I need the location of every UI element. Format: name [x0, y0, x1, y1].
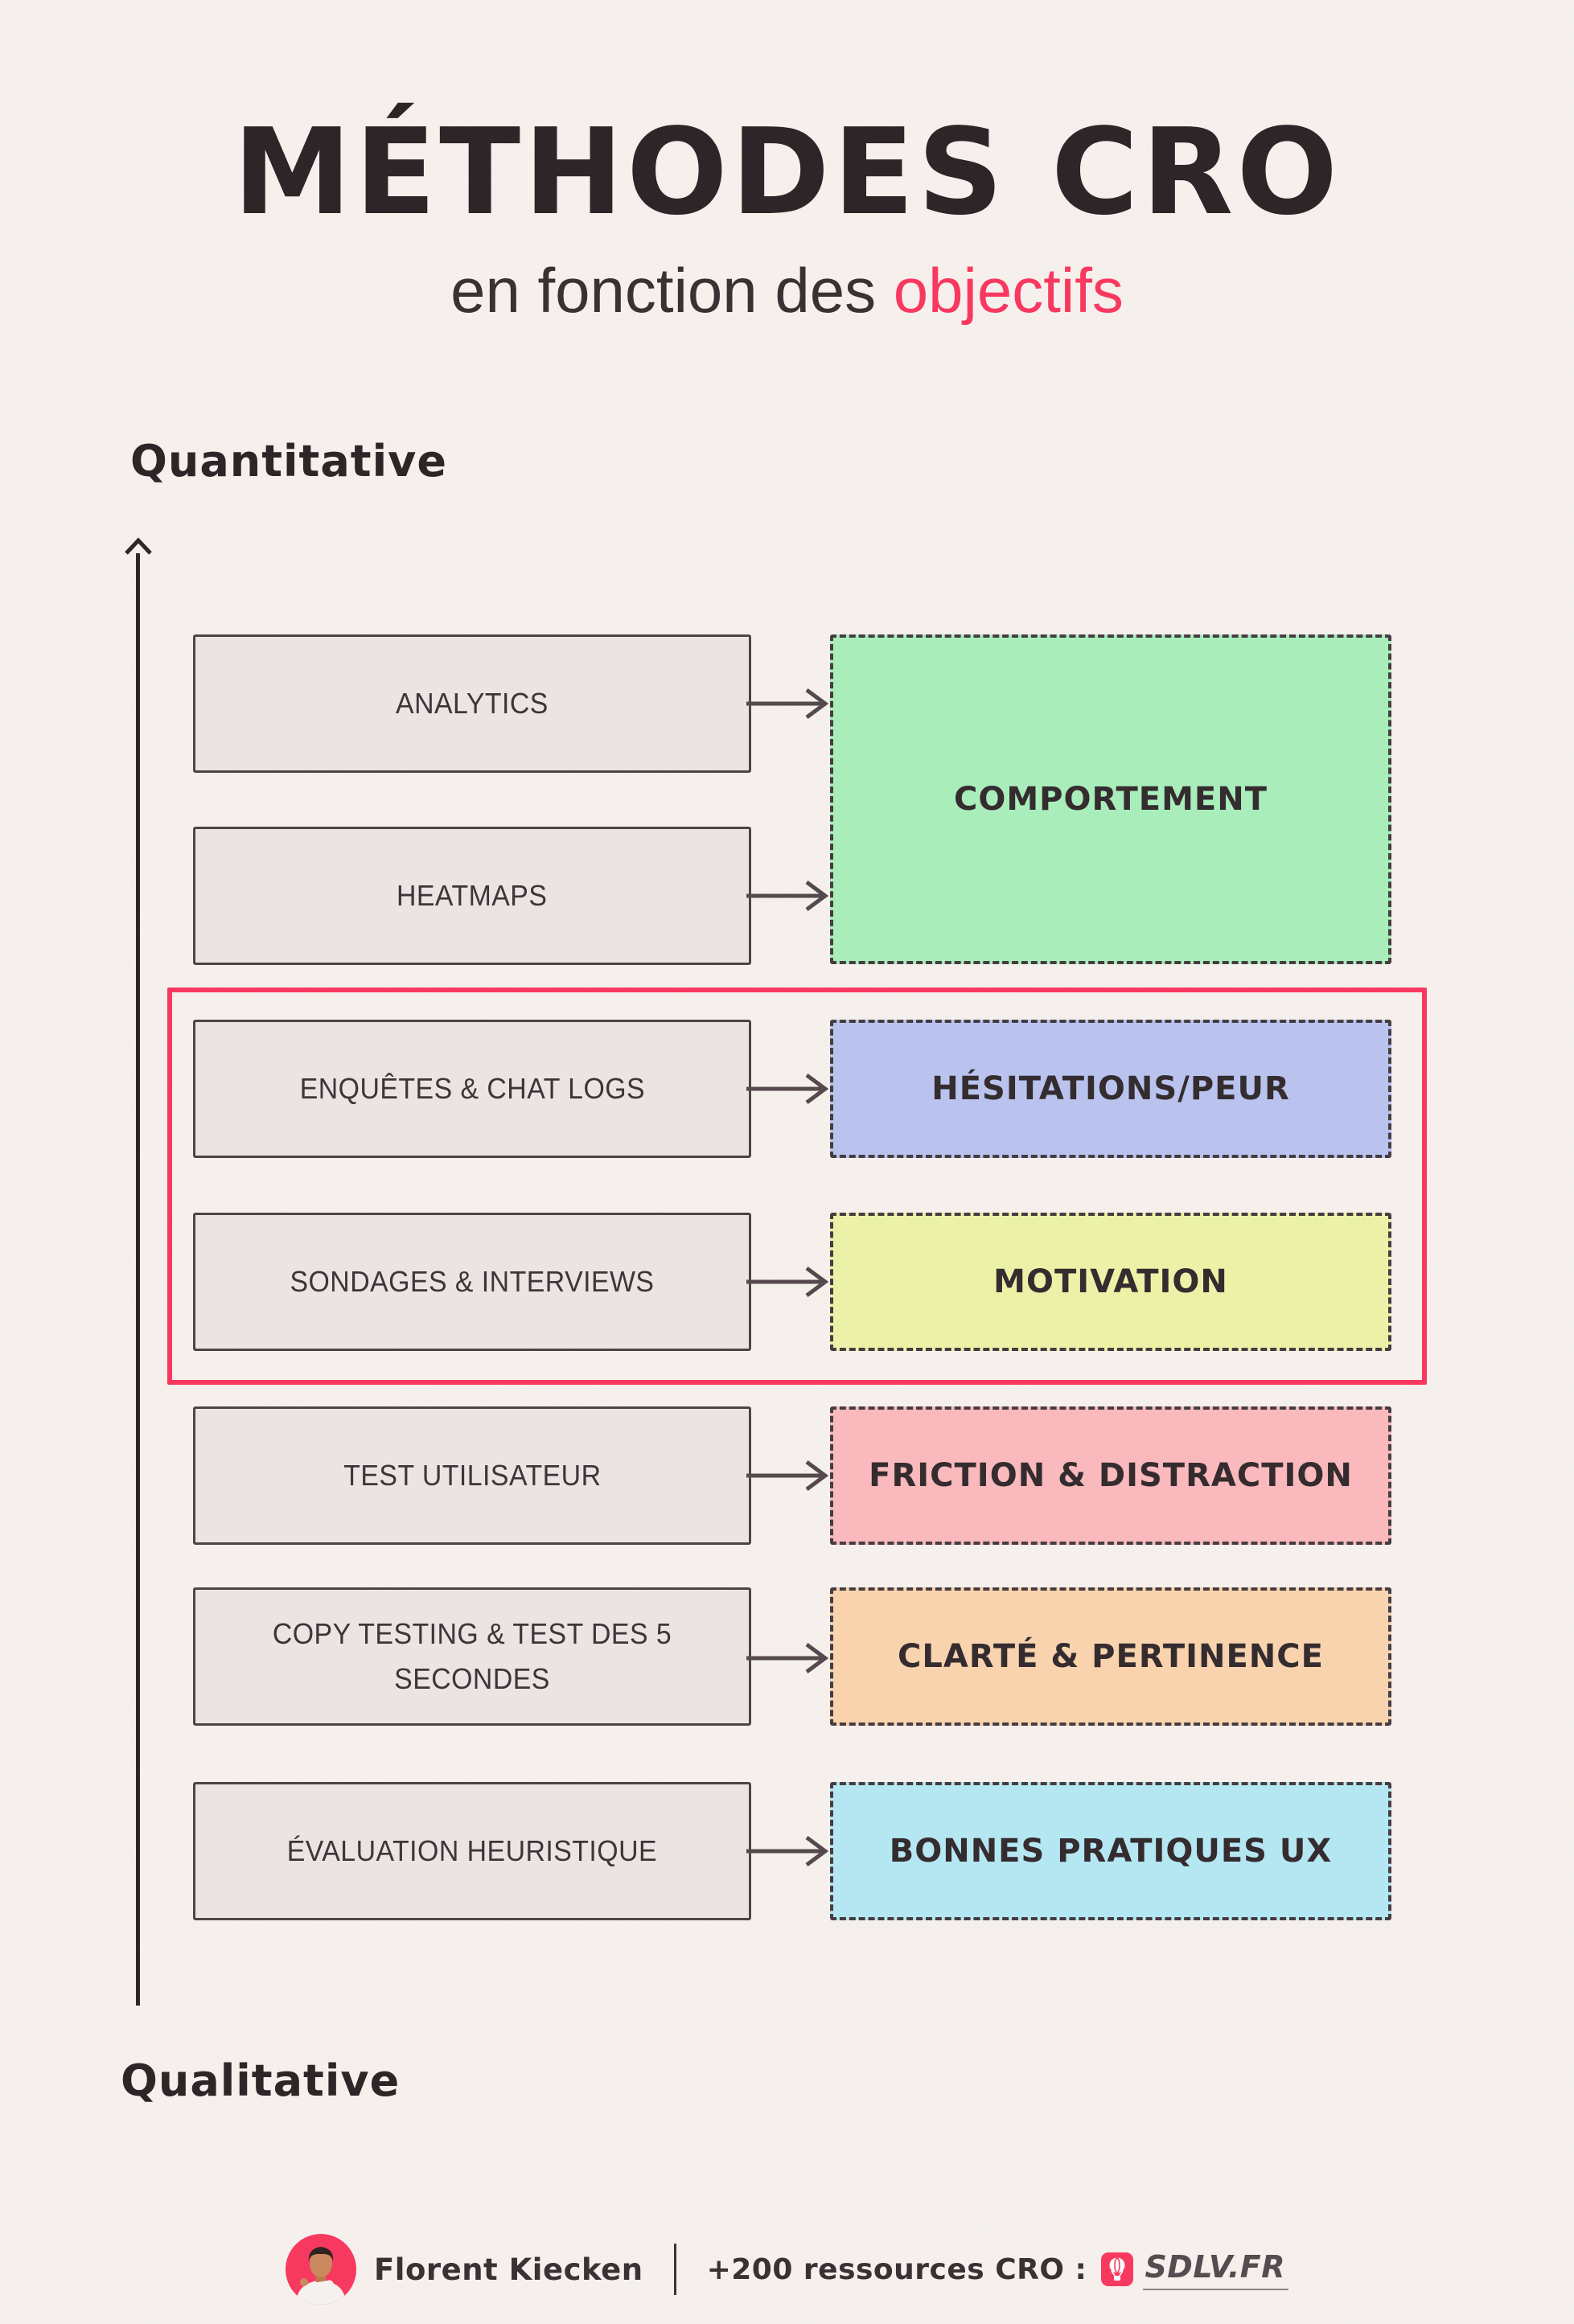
objective-label: COMPORTEMENT: [954, 781, 1268, 818]
axis-label-quantitative: Quantitative: [130, 436, 447, 487]
objective-box-hesitations-peur: HÉSITATIONS/PEUR: [830, 1020, 1391, 1158]
highlight-frame: [167, 987, 1427, 1385]
page-subtitle: en fonction des objectifs: [0, 254, 1574, 327]
method-label: COPY TESTING & TEST DES 5 SECONDES: [272, 1617, 672, 1695]
axis-arrow-up-icon: [125, 537, 152, 555]
arrow-icon: [746, 1073, 829, 1105]
method-box-evaluation-heuristique: ÉVALUATION HEURISTIQUE: [193, 1782, 751, 1920]
objective-label: CLARTÉ & PERTINENCE: [898, 1638, 1324, 1675]
objective-label: HÉSITATIONS/PEUR: [931, 1070, 1290, 1107]
page-title: MÉTHODES CRO: [232, 103, 1342, 241]
method-label: ÉVALUATION HEURISTIQUE: [286, 1834, 658, 1868]
hot-air-balloon-icon: [1101, 2252, 1134, 2286]
arrow-icon: [746, 1642, 829, 1674]
method-box-enquetes-chat-logs: ENQUÊTES & CHAT LOGS: [193, 1020, 751, 1158]
footer-divider: [673, 2244, 676, 2295]
method-box-test-utilisateur: TEST UTILISATEUR: [193, 1406, 751, 1545]
footer: Florent Kiecken +200 ressources CRO : SD…: [0, 2232, 1574, 2306]
objective-box-bonnes-pratiques-ux: BONNES PRATIQUES UX: [830, 1782, 1391, 1920]
objective-box-friction-distraction: FRICTION & DISTRACTION: [830, 1406, 1391, 1545]
method-box-analytics: ANALYTICS: [193, 634, 751, 773]
method-label: ENQUÊTES & CHAT LOGS: [299, 1072, 645, 1106]
subtitle-prefix: en fonction des: [450, 255, 894, 326]
arrow-icon: [746, 688, 829, 720]
objective-box-motivation: MOTIVATION: [830, 1213, 1391, 1351]
author-name: Florent Kiecken: [374, 2252, 643, 2287]
resources-text: +200 ressources CRO :: [706, 2252, 1087, 2286]
arrow-icon: [746, 880, 829, 912]
avatar: [286, 2234, 356, 2305]
site-link[interactable]: SDLV.FR: [1143, 2249, 1288, 2290]
arrow-icon: [746, 1835, 829, 1867]
objective-label: MOTIVATION: [993, 1263, 1228, 1300]
objective-label: FRICTION & DISTRACTION: [869, 1457, 1353, 1494]
objective-box-clarte-pertinence: CLARTÉ & PERTINENCE: [830, 1587, 1391, 1726]
method-box-copy-testing: COPY TESTING & TEST DES 5 SECONDES: [193, 1587, 751, 1726]
objective-box-comportement: COMPORTEMENT: [830, 634, 1391, 964]
axis-line: [136, 553, 140, 2006]
subtitle-highlight: objectifs: [893, 255, 1124, 326]
arrow-icon: [746, 1266, 829, 1298]
method-box-heatmaps: HEATMAPS: [193, 827, 751, 965]
objective-label: BONNES PRATIQUES UX: [889, 1833, 1333, 1870]
method-label: TEST UTILISATEUR: [343, 1459, 602, 1493]
arrow-icon: [746, 1460, 829, 1492]
method-label: SONDAGES & INTERVIEWS: [290, 1265, 655, 1299]
axis-label-qualitative: Qualitative: [121, 2055, 401, 2106]
method-label: ANALYTICS: [396, 687, 549, 721]
method-label: HEATMAPS: [397, 879, 548, 913]
